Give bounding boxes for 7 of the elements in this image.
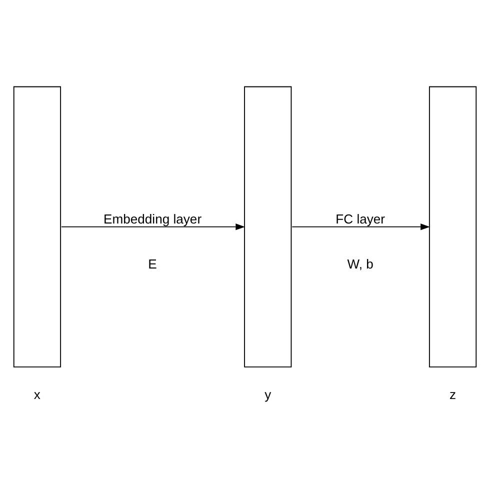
node-label: y [264,386,272,402]
label: W, b [347,256,374,272]
edge-label: Embedding layer [104,210,202,226]
edge-label: FC layer [336,210,386,226]
node-label: x [34,386,40,402]
node-label: z [450,386,456,402]
label: E [148,256,157,272]
